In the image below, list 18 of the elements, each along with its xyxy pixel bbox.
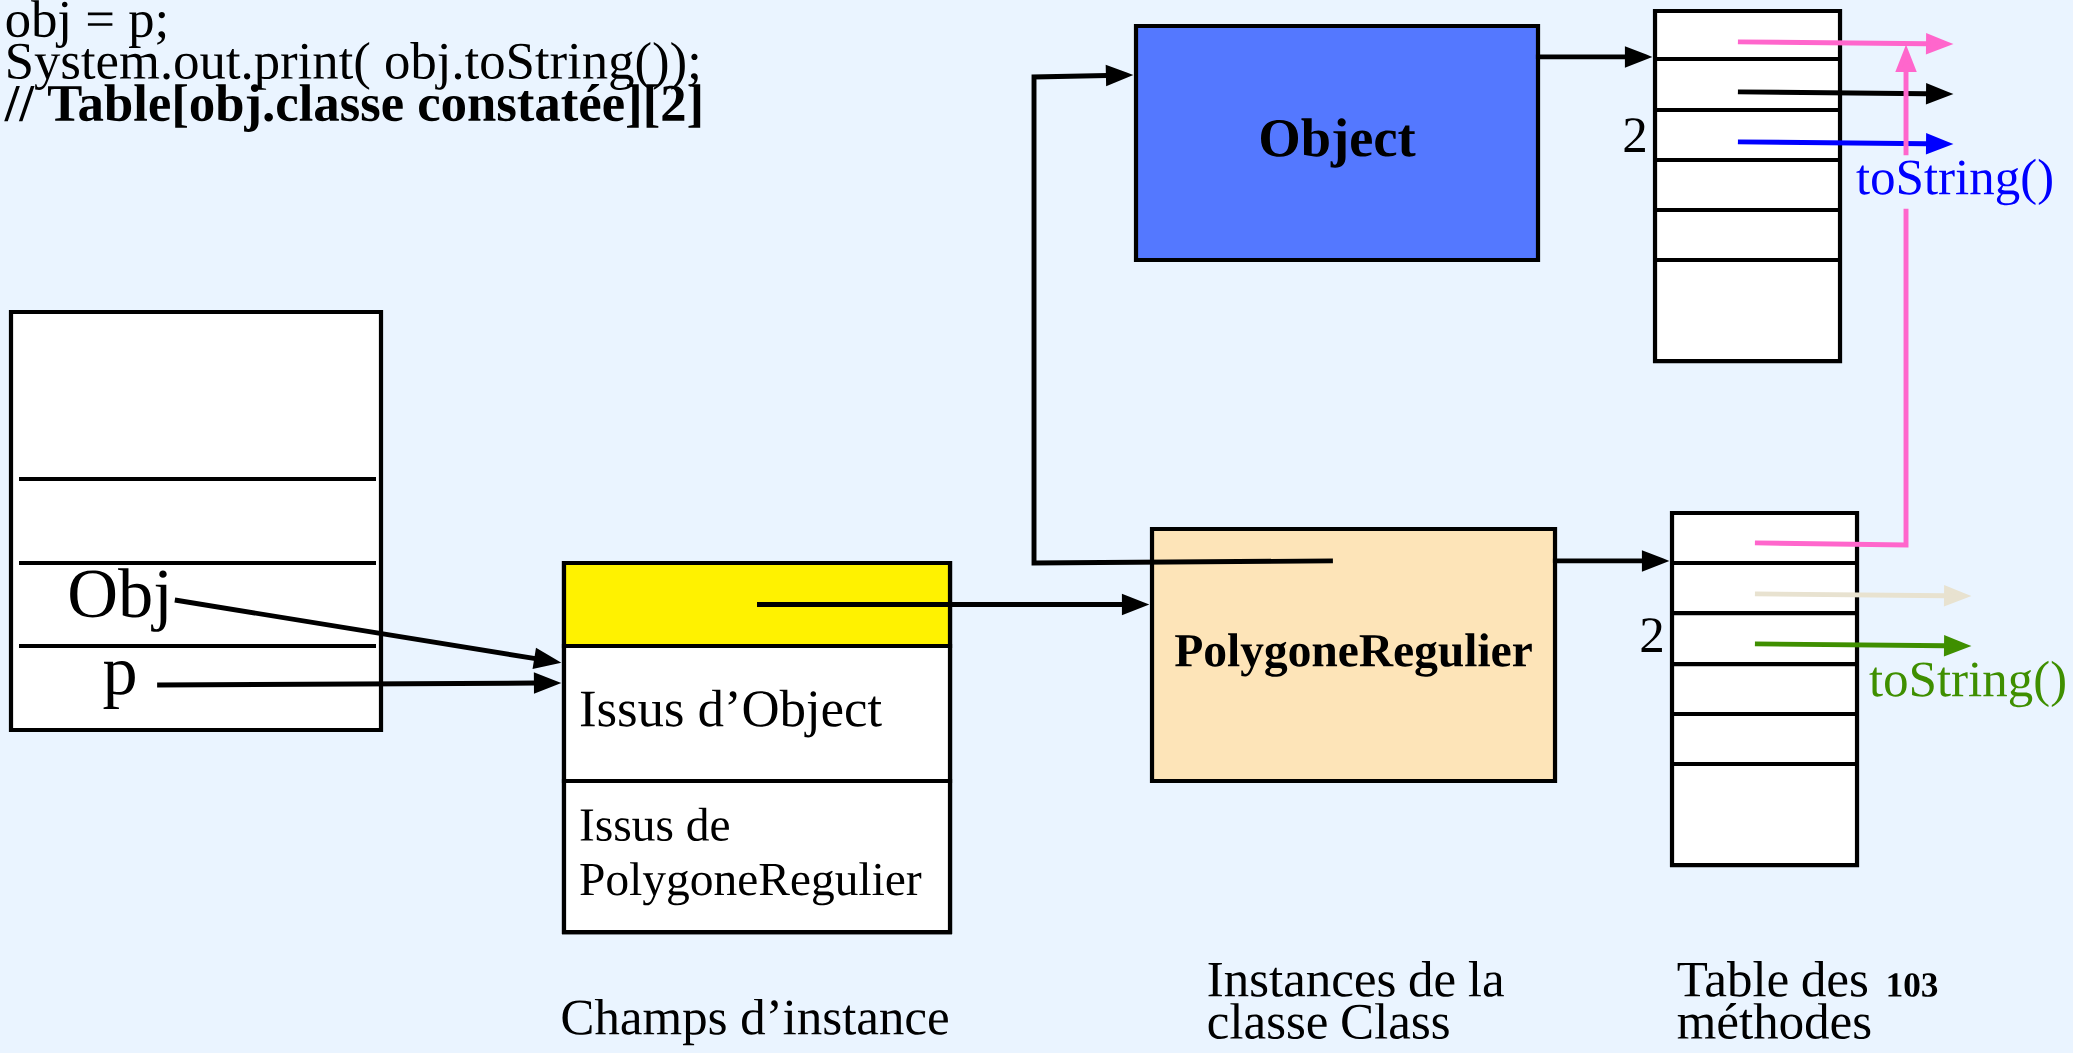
caption: Champs d’instance: [562, 998, 948, 1046]
method-table: [1669, 510, 1860, 868]
edge-label: toString(): [1865, 657, 2071, 711]
edge-label: toString(): [1852, 155, 2058, 209]
arrow: [1031, 64, 1333, 566]
stack-frame: [8, 309, 384, 733]
field-row: Issus de PolygoneRegulier: [561, 778, 953, 935]
method-table: [1652, 8, 1843, 364]
variable-label: Obj: [70, 568, 167, 632]
row-index: 2: [1624, 118, 1645, 152]
variable-label: p: [103, 660, 135, 710]
class-box: PolygoneRegulier: [1149, 526, 1558, 784]
page-number: 103: [1888, 973, 1938, 997]
caption: Instances de la classe Class: [1208, 960, 1504, 1040]
caption: Table des méthodes: [1677, 960, 1871, 1040]
field-row: Issus d’Object: [561, 643, 953, 784]
class-box: Object: [1133, 23, 1541, 263]
row-index: 2: [1641, 618, 1662, 652]
